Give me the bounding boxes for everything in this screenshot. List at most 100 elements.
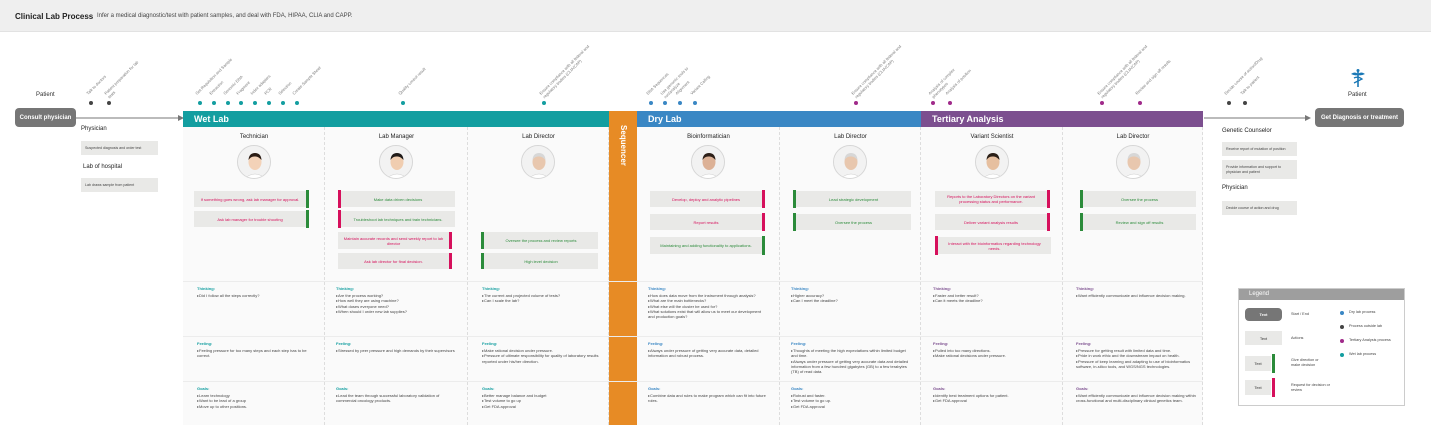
goals-item-text: Get FDA approval bbox=[793, 403, 825, 409]
timeline-dot bbox=[267, 101, 271, 105]
feeling-item: Thoughts of meeting the high expectation… bbox=[791, 348, 911, 358]
action-director-oversee-reports: Oversee the process and review reports bbox=[484, 232, 598, 249]
thinking-item-text: Want efficiently communicate and influen… bbox=[1078, 293, 1186, 299]
goals-heading: Goals: bbox=[482, 386, 495, 391]
thinking-item-text: Can I meet the deadline? bbox=[793, 298, 838, 304]
thinking-item-text: The current and projected volume of test… bbox=[484, 293, 561, 299]
goals-item: Move up to other positions. bbox=[197, 404, 317, 409]
feeling-item: Pressure of ultimate responsibility for … bbox=[482, 353, 602, 363]
thinking-item: When should I order new lab supplies? bbox=[336, 309, 456, 314]
goals-item-text: Test volume to go up. bbox=[793, 398, 832, 404]
request-bar bbox=[935, 236, 938, 255]
role-lab-director-2: Lab Director bbox=[834, 134, 867, 140]
lab-action-box: Lab draws sample from patient bbox=[81, 178, 158, 192]
start-pill-consult-physician[interactable]: Consult physician bbox=[15, 108, 76, 127]
thinking-heading: Thinking: bbox=[648, 286, 666, 291]
legend-dot bbox=[1340, 325, 1344, 329]
goals-item: Get FDA approval bbox=[791, 404, 911, 409]
page-header: Clinical Lab Process Infer a medical dia… bbox=[0, 0, 1431, 32]
action-tech-ask-approval: If something goes wrong, ask lab manager… bbox=[194, 191, 306, 207]
thinking-item: Can I scale the lab? bbox=[482, 298, 602, 303]
thinking-item: The current and projected volume of test… bbox=[482, 293, 602, 298]
feeling-item: Make rational decisions under pressure. bbox=[933, 353, 1053, 358]
goals-heading: Goals: bbox=[197, 386, 210, 391]
goals-item: Identify best treatment options for pati… bbox=[933, 393, 1053, 398]
feeling-item: Pride in work ethic and the downstream i… bbox=[1076, 353, 1196, 358]
action-variant-interact: Interact with the bioinformatics regardi… bbox=[938, 237, 1051, 254]
persona-feeling: Feeling: Stressed by peer pressure and hi… bbox=[336, 341, 456, 353]
action-manager-data-decisions: Make data driven decisions bbox=[341, 191, 455, 207]
timeline-dot bbox=[226, 101, 230, 105]
goals-item-text: Move up to other positions. bbox=[199, 403, 248, 409]
persona-feeling: Feeling:Thoughts of meeting the high exp… bbox=[791, 341, 911, 374]
timeline-dot bbox=[854, 101, 858, 105]
action-bioinf-pipelines: Develop, deploy and analytic pipelines bbox=[650, 191, 762, 207]
persona-thinking: Thinking:How does data move from the ins… bbox=[648, 286, 768, 319]
action-manager-ask-director: Ask lab director for final decision. bbox=[338, 253, 449, 269]
persona-goals: Goals:Learn technologyWant to be lead of… bbox=[197, 386, 317, 409]
feeling-item-text: Pressure for getting result with limited… bbox=[1078, 348, 1172, 354]
legend-request-bar bbox=[1272, 378, 1275, 397]
action-tech-troubleshoot: Ask lab manager for trouble shooting bbox=[194, 211, 306, 227]
persona-thinking: Thinking:Are the process working?How wel… bbox=[336, 286, 456, 314]
feeling-item: Make rational decision under pressure. bbox=[482, 348, 602, 353]
persona-thinking: Thinking:Higher accuracy?Can I meet the … bbox=[791, 286, 911, 304]
goals-item: Test volume to go up. bbox=[791, 398, 911, 403]
thinking-heading: Thinking: bbox=[197, 286, 215, 291]
give-direction-bar bbox=[481, 253, 484, 269]
band-wet-lab: Wet Lab bbox=[183, 111, 609, 127]
goals-item: Robust and faster. bbox=[791, 393, 911, 398]
feeling-item: Stressed by peer pressure and high deman… bbox=[336, 348, 456, 353]
feeling-item: Pressure for getting result with limited… bbox=[1076, 348, 1196, 353]
goals-heading: Goals: bbox=[933, 386, 946, 391]
give-direction-bar bbox=[762, 236, 765, 255]
thinking-item: Can I meet the deadline? bbox=[791, 298, 911, 303]
request-bar bbox=[762, 190, 765, 208]
goals-item: Test volume to go up bbox=[482, 398, 602, 403]
end-pill-get-diagnosis[interactable]: Get Diagnosis or treatment bbox=[1315, 108, 1404, 127]
legend-start-end-swatch: Text bbox=[1245, 308, 1282, 321]
persona-goals: Goals: Identify best treatment options fo… bbox=[933, 386, 1053, 404]
goals-item: Learn technology bbox=[197, 393, 317, 398]
goals-item: Want efficiently communicate and influen… bbox=[1076, 393, 1196, 403]
legend-actions-swatch: Text bbox=[1245, 331, 1282, 345]
persona-feeling: Feeling:Pressure for getting result with… bbox=[1076, 341, 1196, 369]
thinking-item-text: Higher accuracy? bbox=[793, 293, 825, 299]
feeling-item: Pressure of keep learning and adapting t… bbox=[1076, 359, 1196, 369]
thinking-item: What are the main bottlenecks? bbox=[648, 298, 768, 303]
request-bar bbox=[449, 232, 452, 249]
timeline-dot bbox=[678, 101, 682, 105]
legend-request: Request for decision or review bbox=[1291, 383, 1331, 392]
give-direction-bar bbox=[793, 213, 796, 231]
thinking-item-text: What solutions exist that will allow us … bbox=[648, 308, 761, 319]
thinking-item: Want efficiently communicate and influen… bbox=[1076, 293, 1196, 298]
feeling-item: Always under pressure of getting very ac… bbox=[791, 359, 911, 375]
caduceus-icon bbox=[1351, 69, 1365, 87]
section-divider bbox=[183, 281, 1203, 282]
timeline-dot bbox=[1100, 101, 1104, 105]
action-bioinf-maintain: Maintaining and adding functionality to … bbox=[650, 237, 762, 254]
thinking-heading: Thinking: bbox=[1076, 286, 1094, 291]
timeline-dot bbox=[239, 101, 243, 105]
thinking-item-text: Are the process working? bbox=[338, 293, 384, 299]
thinking-heading: Thinking: bbox=[482, 286, 500, 291]
feeling-item-text: Pressure of keep learning and adapting t… bbox=[1076, 358, 1191, 369]
section-divider bbox=[183, 381, 1203, 382]
feeling-heading: Feeling: bbox=[336, 341, 352, 346]
lab-of-hospital-label: Lab of hospital bbox=[83, 164, 123, 170]
give-direction-bar bbox=[793, 190, 796, 208]
role-lab-manager: Lab Manager bbox=[378, 134, 415, 140]
goals-item-text: Identify best treatment options for pati… bbox=[935, 393, 1009, 399]
genetic-counselor-label: Genetic Counselor bbox=[1222, 128, 1272, 134]
feeling-heading: Feeling: bbox=[197, 341, 213, 346]
feeling-heading: Feeling: bbox=[933, 341, 949, 346]
timeline-dot bbox=[1138, 101, 1142, 105]
goals-item: Lead the team through successful laborat… bbox=[336, 393, 456, 403]
goals-item-text: Robust and faster. bbox=[793, 393, 826, 399]
physician-label-right: Physician bbox=[1222, 185, 1248, 191]
persona-goals: Goals:Combine data and rules to make pro… bbox=[648, 386, 768, 404]
action-director2-strategy: Lead strategic development bbox=[796, 191, 911, 207]
action-director2-oversee: Oversee the process bbox=[796, 214, 911, 230]
timeline-dot bbox=[649, 101, 653, 105]
feeling-item: Feeling pressure for too many steps and … bbox=[197, 348, 317, 358]
